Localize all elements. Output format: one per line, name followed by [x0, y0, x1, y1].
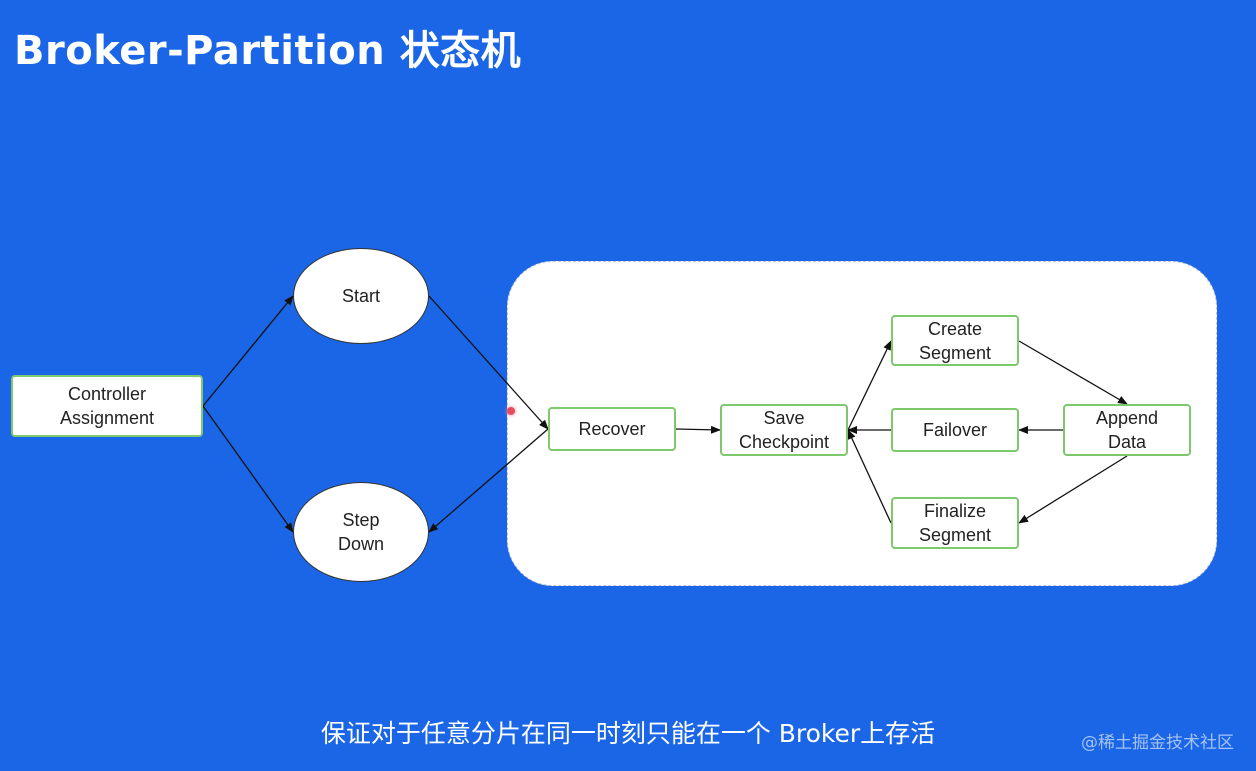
node-append-data-label: Append Data: [1095, 408, 1159, 452]
node-recover-label: Recover: [578, 419, 646, 439]
node-create-segment: Create Segment: [891, 315, 1019, 366]
node-start-label: Start: [341, 286, 380, 306]
node-finalize-segment-label: Finalize Segment: [918, 501, 992, 545]
slide-subtitle: 保证对于任意分片在同一时刻只能在一个 Broker上存活: [320, 719, 936, 748]
laser-pointer-dot: [507, 407, 515, 415]
node-failover-label: Failover: [922, 420, 988, 440]
node-finalize-segment: Finalize Segment: [891, 497, 1019, 549]
watermark: @稀土掘金技术社区: [1081, 733, 1234, 753]
slide-title: Broker-Partition 状态机: [14, 28, 522, 74]
node-step-down-label: Step Down: [337, 510, 385, 554]
edge-controller-assignment-to-start: [202, 295, 294, 407]
node-step-down: Step Down: [293, 482, 429, 582]
node-controller-assignment-label: Controller Assignment: [59, 384, 155, 428]
node-save-checkpoint: Save Checkpoint: [720, 404, 848, 456]
node-start: Start: [293, 248, 429, 344]
node-recover: Recover: [548, 407, 676, 451]
node-create-segment-label: Create Segment: [918, 318, 992, 363]
node-failover: Failover: [891, 408, 1019, 452]
node-controller-assignment: Controller Assignment: [11, 375, 203, 437]
edge-controller-assignment-to-step-down: [202, 405, 294, 533]
node-save-checkpoint-label: Save Checkpoint: [738, 408, 830, 452]
node-append-data: Append Data: [1063, 404, 1191, 456]
